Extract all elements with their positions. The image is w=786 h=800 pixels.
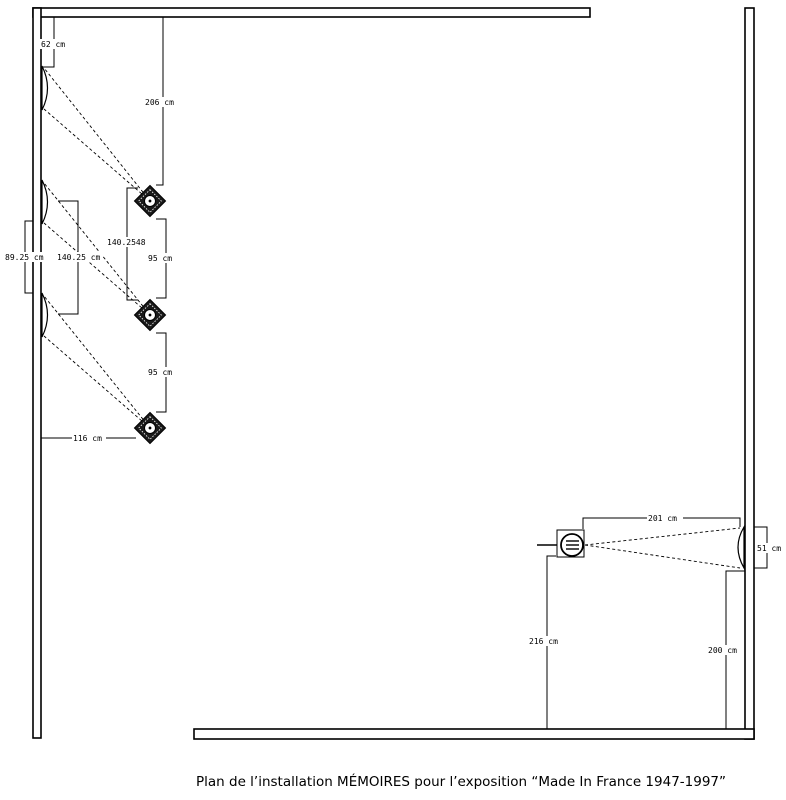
wall-bottom: [193, 728, 755, 740]
dim-screen-right-to-bottom: [725, 570, 745, 729]
projector-left-3: [133, 411, 167, 445]
label-proj-span: 140.2548: [107, 238, 146, 247]
ray: [584, 544, 741, 569]
label-wall-to-proj3: 116 cm: [73, 434, 102, 443]
label-screen-spacing: 89.25 cm: [5, 253, 44, 262]
wall-top: [32, 7, 591, 18]
dim-top-to-proj1: [156, 17, 164, 186]
projector-right: [537, 529, 585, 558]
label-proj-gap-2: 95 cm: [148, 368, 172, 377]
label-top-offset: 62 cm: [41, 40, 65, 49]
label-top-to-proj1: 206 cm: [145, 98, 174, 107]
plan-caption: Plan de l’installation MÉMOIRES pour l’e…: [196, 774, 727, 790]
wall-right: [744, 7, 755, 740]
label-proj-to-screen-right: 201 cm: [648, 514, 677, 523]
walls: [32, 7, 755, 740]
label-screen-right-to-bottom: 200 cm: [708, 646, 737, 655]
dim-top-offset: [41, 17, 55, 68]
screen-left-1: [41, 65, 49, 111]
screen-left-3: [41, 292, 49, 338]
left-screens: [41, 65, 49, 338]
ray: [43, 335, 151, 429]
ray: [43, 108, 151, 202]
label-proj-gap-1: 95 cm: [148, 254, 172, 263]
ray: [43, 182, 151, 316]
dimension-lines: [24, 17, 768, 729]
projector-left-1: [133, 184, 167, 218]
dim-proj-right-to-bottom: [546, 555, 556, 729]
ray: [43, 222, 151, 316]
label-screen-span: 140.25 cm: [57, 253, 101, 262]
screen-left-2: [41, 179, 49, 225]
ray: [43, 67, 151, 202]
screen-right: [737, 524, 745, 571]
projector-left-2: [133, 298, 167, 332]
wall-left: [32, 7, 42, 739]
label-screen-right-width: 51 cm: [757, 544, 781, 553]
ray: [43, 295, 151, 429]
dimension-labels: 62 cm 206 cm 89.25 cm 140.25 cm 140.2548…: [4, 39, 784, 655]
label-proj-right-to-bottom: 216 cm: [529, 637, 558, 646]
ray: [584, 527, 741, 546]
